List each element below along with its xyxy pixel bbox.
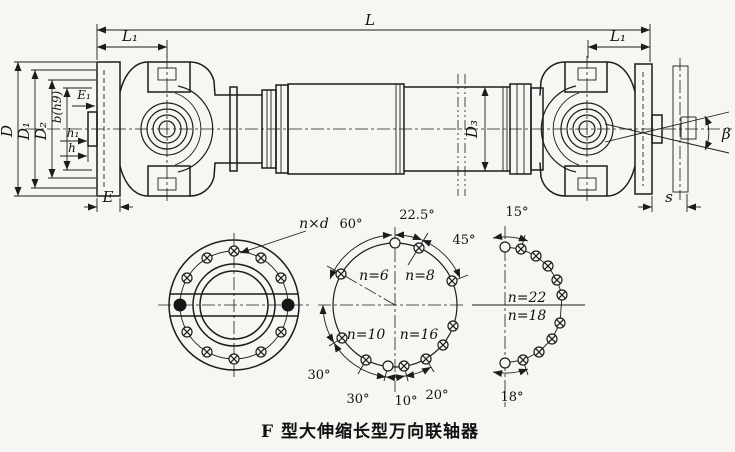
deflection-angle-lines [604,111,730,154]
dim-label-h: h [68,141,76,155]
drawing-caption: F 型大伸缩长型万向联轴器 [261,421,479,442]
flange-face-view: n×d [158,216,329,377]
side-view-assembly: L L₁ L₁ D D₁ D₂ b(h9) E₁ h₁ [0,11,732,212]
dim-label-D: D [0,125,16,138]
bolt-pattern-middle: 60° 22.5° 45° 30° 30° 10° 20° n=6 n=8 n=… [307,208,475,409]
bolt-count-label: n×d [299,216,329,232]
flange-outer-circle [168,239,300,371]
dim-label-E: E [102,188,114,206]
dim-label-h1: h₁ [67,126,80,140]
dim-label-D3: D₃ [463,120,481,139]
dim-label-D1: D₁ [15,122,33,141]
dim-label-s: s [665,188,673,206]
angle-label-20: 20° [425,388,448,403]
dim-label-L1-right: L₁ [609,27,626,45]
outer-tube [287,83,405,175]
filled-bolt [173,298,187,312]
n-label-8: n=8 [405,268,435,284]
angle-label-22-5: 22.5° [399,208,434,223]
angle-label-30-bottom: 30° [346,392,369,407]
dim-label-beta: β [721,125,731,143]
dimensions: L L₁ L₁ D D₁ D₂ b(h9) E₁ h₁ [0,11,731,212]
left-flange [87,61,121,197]
n-label-10: n=10 [347,327,386,343]
angle-label-18: 18° [500,390,523,405]
dim-label-L: L [364,11,375,29]
angle-label-60: 60° [339,217,362,232]
dim-label-L1-left: L₁ [121,27,138,45]
dim-label-E1: E₁ [76,88,91,102]
left-yoke [119,56,216,202]
right-flange [634,63,663,195]
angle-label-30-left: 30° [307,368,330,383]
dim-label-b-h9: b(h9) [50,90,64,123]
angle-label-45: 45° [452,233,475,248]
n-label-6: n=6 [359,268,389,284]
filled-bolt [281,298,295,312]
right-yoke [539,56,636,202]
dim-label-D2: D₂ [32,122,50,141]
n-label-16: n=16 [400,327,439,343]
telescoping-shaft [214,74,544,196]
bolt-pattern-right: 15° 18° n=22 n=18 [472,205,585,407]
n-label-22: n=22 [508,290,547,306]
n-label-18: n=18 [508,308,547,324]
angle-label-10: 10° [394,394,417,409]
phantom-flange [672,58,697,200]
angle-label-15: 15° [505,205,528,220]
